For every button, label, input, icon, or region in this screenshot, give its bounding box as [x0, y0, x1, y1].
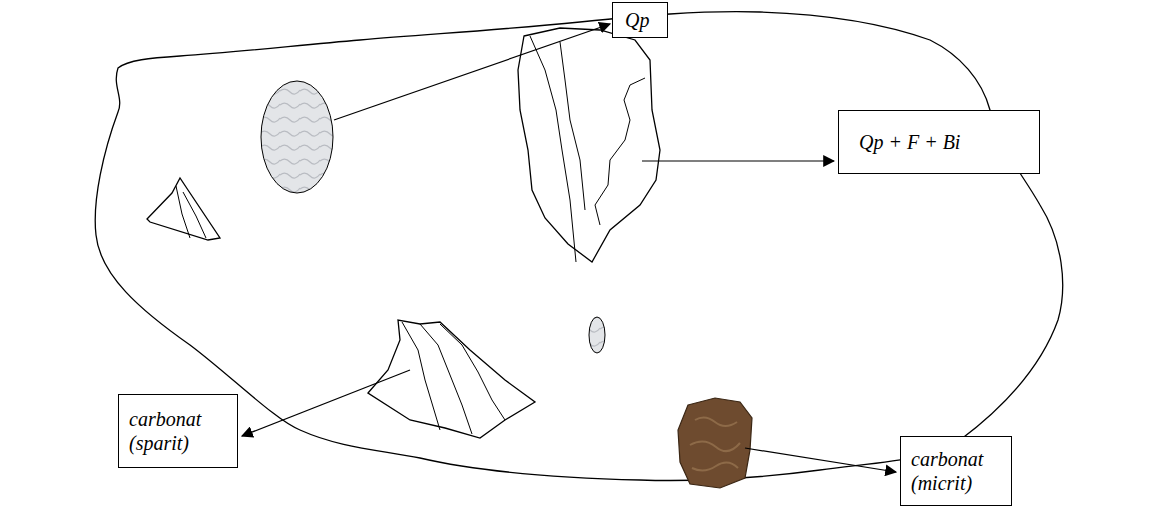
quartz-clast: [261, 81, 333, 193]
leader-arrow: [242, 370, 410, 436]
micrite-clast: [678, 398, 752, 488]
small-quartz-clast: [589, 317, 605, 353]
label-box: Qp + F + Bi: [838, 110, 1040, 174]
label-text: carbonat (micrit): [911, 447, 1001, 495]
leader-arrow: [642, 160, 834, 161]
clast-line: [402, 322, 505, 434]
leader-arrow: [745, 448, 896, 472]
label-box: carbonat (sparit): [118, 394, 238, 468]
label-text: carbonat (sparit): [129, 407, 227, 455]
small-clast: [147, 178, 220, 240]
grain-outline: [95, 12, 1062, 481]
polymineral-clast: [518, 28, 660, 262]
sparite-clast: [368, 320, 535, 438]
leader-arrow: [334, 24, 610, 120]
label-box: Qp: [612, 2, 668, 38]
clast-line: [530, 36, 645, 262]
clast-line: [176, 186, 206, 238]
label-text: Qp + F + Bi: [859, 130, 960, 154]
micrite-texture: [690, 417, 740, 470]
label-text: Qp: [625, 8, 649, 32]
label-box: carbonat (micrit): [900, 436, 1012, 506]
